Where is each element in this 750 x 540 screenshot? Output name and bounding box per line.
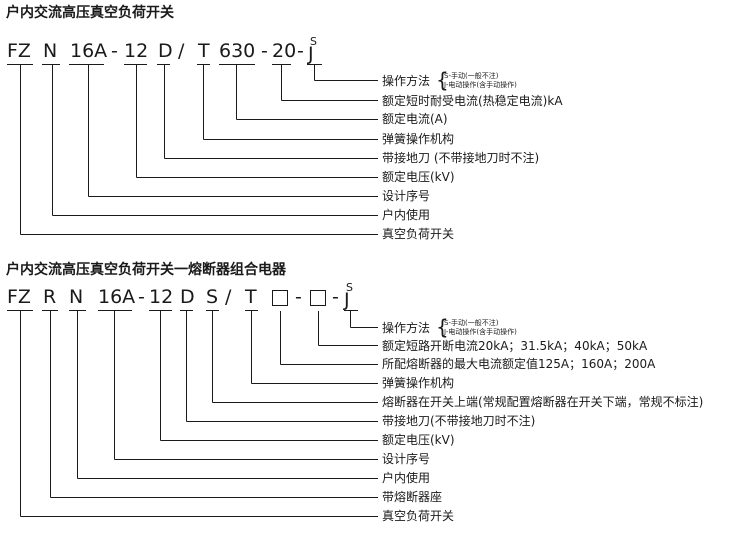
code2-s: S: [206, 286, 219, 308]
d2-item-fuse-base: 带熔断器座: [382, 490, 443, 504]
d1-item-design: 设计序号: [382, 189, 431, 203]
code1-dash1: -: [111, 40, 118, 62]
code1-d: D: [158, 40, 173, 62]
code1-dash3: -: [297, 40, 304, 62]
code2-12: 12: [149, 286, 174, 308]
code2-d: D: [180, 286, 195, 308]
code2-j: J: [344, 289, 350, 311]
diagram1-title: 户内交流高压真空负荷开关: [6, 5, 174, 21]
d2-item-vacuum: 真空负荷开关: [382, 509, 455, 523]
code1-fz: FZ: [7, 40, 31, 62]
code2-box-breaking: [310, 290, 326, 306]
d2-item-voltage: 额定电压(kV): [382, 433, 455, 447]
code1-16a: 16A: [70, 40, 108, 62]
code1-dash2: -: [261, 40, 268, 62]
d1-item-thermal: 额定短时耐受电流(热稳定电流)kA: [382, 94, 563, 108]
code1-12: 12: [124, 40, 149, 62]
d1-method-label: 操作方法: [382, 74, 431, 88]
code1-sup-s: S: [310, 35, 317, 48]
code1-630: 630: [219, 40, 256, 62]
d2-item-earth: 带接地刀(不带接地刀时不注): [382, 414, 536, 428]
d1-method-brace: {: [436, 68, 449, 92]
d2-method-brace: {: [436, 315, 449, 339]
d2-item-spring: 弹簧操作机构: [382, 376, 455, 390]
d2-item-breaking: 额定短路开断电流20kA；31.5kA；40kA；50kA: [382, 339, 648, 353]
code2-16a: 16A: [98, 286, 136, 308]
d2-method-s: S-手动(一般不注): [444, 319, 499, 327]
code1-20: 20: [272, 40, 297, 62]
d2-item-indoor: 户内使用: [382, 471, 431, 485]
d2-item-fuse-current: 所配熔断器的最大电流额定值125A；160A；200A: [382, 357, 656, 371]
diagram2-title: 户内交流高压真空负荷开关一熔断器组合电器: [6, 262, 286, 278]
code2-box-current: [272, 290, 288, 306]
d1-item-earth: 带接地刀 (不带接地刀时不注): [382, 151, 540, 165]
code2-dash3: -: [332, 286, 339, 308]
code1-j: J: [308, 43, 314, 65]
d1-method-j: J-电动操作(含手动操作): [444, 81, 517, 89]
code2-slash: /: [225, 286, 232, 308]
code2-n: N: [69, 286, 84, 308]
code2-r: R: [43, 286, 57, 308]
code2-dash1: -: [138, 286, 145, 308]
d1-item-spring: 弹簧操作机构: [382, 132, 455, 146]
code1-t: T: [198, 40, 210, 62]
code1-slash: /: [178, 40, 185, 62]
code2-sup-s: S: [346, 281, 353, 294]
d2-method-label: 操作方法: [382, 321, 431, 335]
d1-item-vacuum: 真空负荷开关: [382, 227, 455, 241]
d1-method-s: S-手动(一般不注): [444, 72, 499, 80]
code2-t: T: [245, 286, 257, 308]
code2-fz: FZ: [7, 286, 31, 308]
d2-method-j: J-电动操作(含手动操作): [444, 328, 517, 336]
code1-n: N: [43, 40, 58, 62]
d2-item-fuse-top: 熔断器在开关上端(常规配置熔断器在开关下端，常规不标注): [382, 395, 704, 409]
d1-item-current: 额定电流(A): [382, 112, 448, 126]
d1-item-indoor: 户内使用: [382, 208, 431, 222]
d1-item-voltage: 额定电压(kV): [382, 170, 455, 184]
d2-item-design: 设计序号: [382, 452, 431, 466]
code2-dash2: -: [295, 286, 302, 308]
